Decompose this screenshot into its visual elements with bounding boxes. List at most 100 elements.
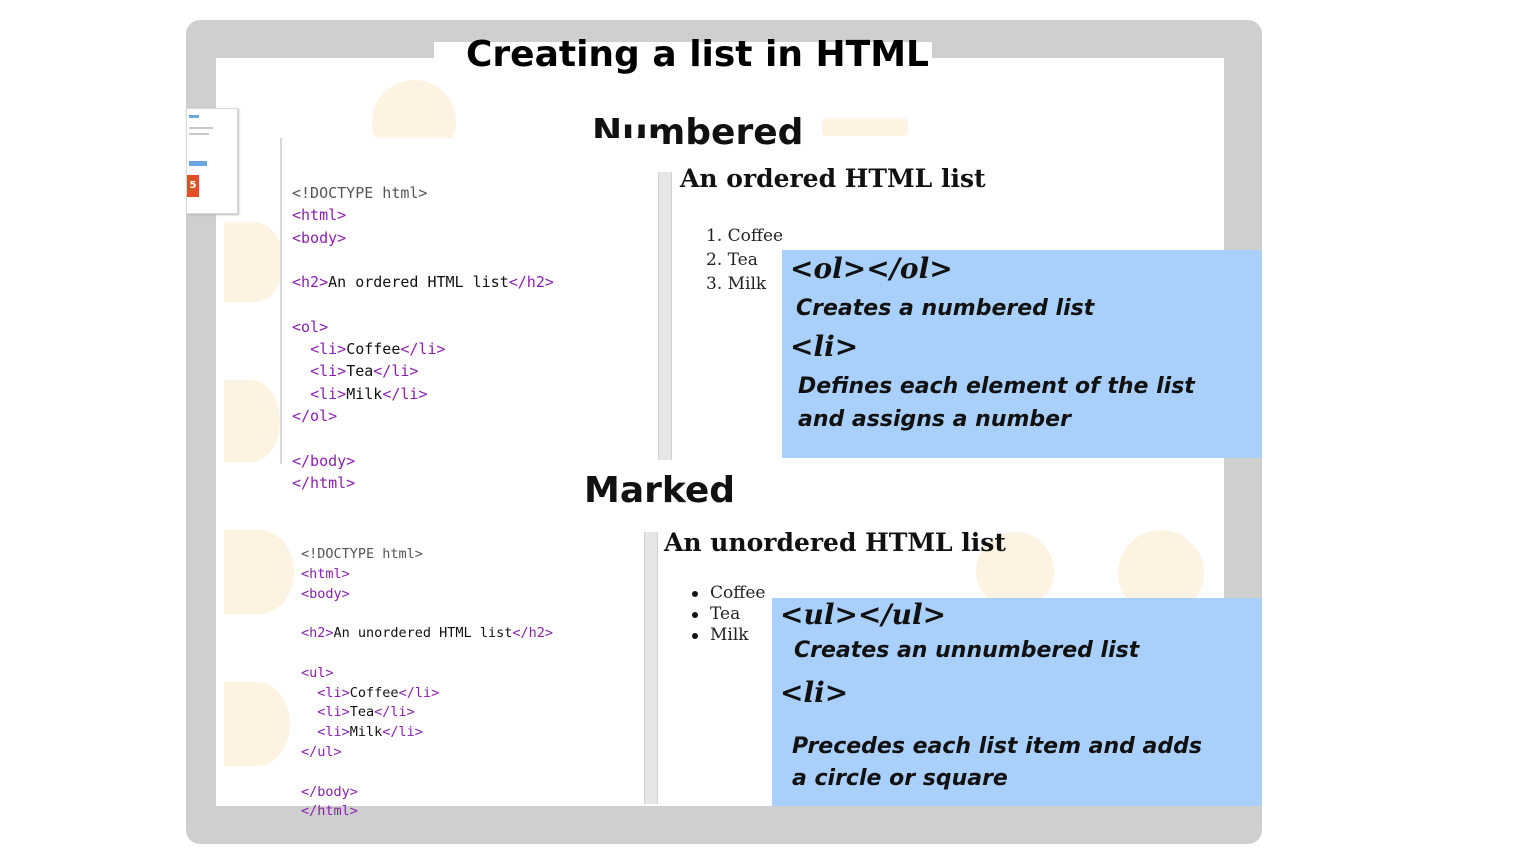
unordered-code-block: <!DOCTYPE html> <html> <body> <h2>An unorde… bbox=[298, 512, 642, 819]
code-tag: <ul> bbox=[301, 664, 334, 681]
column-divider bbox=[658, 172, 672, 460]
callout-desc: a circle or square bbox=[792, 766, 1008, 791]
code-tag: <li> bbox=[310, 384, 347, 403]
callout-tag-li: <li> bbox=[780, 676, 849, 709]
code-tag: <h2> bbox=[301, 625, 334, 642]
thumbnail-line bbox=[189, 161, 207, 166]
code-text bbox=[292, 385, 310, 403]
code-tag: </li> bbox=[373, 362, 419, 381]
code-line bbox=[301, 644, 642, 664]
code-doctype: <!DOCTYPE html> bbox=[301, 546, 423, 562]
decorative-bar bbox=[822, 118, 908, 136]
code-tag: <li> bbox=[317, 724, 350, 741]
code-lines: <!DOCTYPE html> <html> <body> <h2>An ordere… bbox=[282, 174, 658, 494]
decorative-circle bbox=[224, 380, 280, 462]
item-label: Coffee bbox=[710, 583, 766, 603]
ordered-output-item: 1. Coffee bbox=[706, 226, 784, 246]
code-text bbox=[301, 685, 317, 701]
code-line: </ul> bbox=[301, 743, 642, 763]
code-line: </ol> bbox=[292, 405, 658, 427]
code-line: <html> bbox=[292, 204, 658, 226]
item-label: Tea bbox=[710, 604, 741, 624]
code-line: <h2>An unordered HTML list</h2> bbox=[301, 624, 642, 644]
code-tag: </li> bbox=[382, 384, 428, 403]
code-tag: </body> bbox=[292, 451, 356, 470]
code-line: <h2>An ordered HTML list</h2> bbox=[292, 271, 658, 293]
code-tag: </body> bbox=[301, 783, 358, 800]
code-tag: </li> bbox=[374, 704, 415, 721]
code-line: <li>Coffee</li> bbox=[292, 338, 658, 360]
decorative-circle bbox=[224, 222, 284, 302]
code-line: <body> bbox=[301, 585, 642, 605]
callout-desc: Creates an unnumbered list bbox=[794, 638, 1140, 663]
decorative-circle bbox=[976, 532, 1054, 610]
thumbnail-line bbox=[189, 127, 213, 129]
code-text: Coffee bbox=[346, 340, 401, 359]
html5-icon: 5 bbox=[187, 175, 199, 197]
code-line: <li>Tea</li> bbox=[301, 703, 642, 723]
code-text: Tea bbox=[346, 362, 374, 381]
code-text: Milk bbox=[349, 724, 383, 741]
code-text: An ordered HTML list bbox=[328, 273, 509, 292]
marked-heading: Marked bbox=[584, 470, 736, 511]
code-tag: </h2> bbox=[512, 625, 553, 642]
code-line: <li>Milk</li> bbox=[301, 723, 642, 743]
slide-thumbnail[interactable]: 5 bbox=[186, 108, 238, 214]
bullet-icon bbox=[692, 611, 698, 618]
code-text: An unordered HTML list bbox=[333, 625, 513, 642]
callout-desc: Creates a numbered list bbox=[796, 296, 1095, 321]
column-divider bbox=[644, 532, 658, 804]
code-text bbox=[301, 724, 317, 740]
callout-desc: Precedes each list item and adds bbox=[792, 734, 1202, 759]
callout-tag-ol: <ol></ol> bbox=[790, 252, 953, 285]
code-lines: <!DOCTYPE html> <html> <body> <h2>An unorde… bbox=[298, 544, 642, 822]
code-line: </body> bbox=[301, 783, 642, 803]
code-tag: <html> bbox=[301, 565, 350, 582]
title-tab bbox=[434, 42, 932, 90]
item-label: Milk bbox=[710, 625, 749, 645]
code-line: <ul> bbox=[301, 664, 642, 684]
callout-desc: Defines each element of the list bbox=[798, 374, 1195, 399]
code-text: Tea bbox=[349, 704, 375, 721]
code-tag: <html> bbox=[292, 206, 347, 225]
code-text bbox=[292, 362, 310, 380]
code-tag: </ul> bbox=[301, 743, 342, 760]
unordered-output-item: Coffee bbox=[692, 583, 765, 603]
code-text: Coffee bbox=[349, 684, 399, 701]
callout-tag-ul: <ul></ul> bbox=[780, 598, 947, 631]
unordered-output-item: Milk bbox=[692, 625, 749, 645]
code-tag: <li> bbox=[317, 684, 350, 701]
decorative-circle bbox=[224, 682, 290, 766]
ordered-callout: <ol></ol> Creates a numbered list <li> D… bbox=[782, 250, 1262, 458]
code-doctype: <!DOCTYPE html> bbox=[292, 184, 428, 202]
code-tag: </li> bbox=[382, 724, 423, 741]
code-tag: </ol> bbox=[292, 406, 338, 425]
code-line: </html> bbox=[301, 802, 642, 822]
code-tag: <li> bbox=[310, 340, 347, 359]
code-tag: <li> bbox=[317, 704, 350, 721]
code-line: <!DOCTYPE html> bbox=[301, 545, 642, 565]
bullet-icon bbox=[692, 590, 698, 597]
thumbnail-line bbox=[189, 115, 199, 118]
slide-title: Creating a list in HTML bbox=[466, 34, 929, 75]
code-line bbox=[301, 763, 642, 783]
code-line bbox=[292, 427, 658, 449]
code-line: <body> bbox=[292, 227, 658, 249]
code-text bbox=[292, 340, 310, 358]
ordered-code-block: <!DOCTYPE html> <html> <body> <h2>An ordere… bbox=[280, 138, 658, 492]
code-tag: <body> bbox=[292, 228, 347, 247]
code-tag: </html> bbox=[292, 473, 356, 492]
unordered-output-heading: An unordered HTML list bbox=[664, 528, 1006, 557]
code-line: <li>Coffee</li> bbox=[301, 684, 642, 704]
code-tag: </html> bbox=[301, 803, 358, 820]
code-tag: <body> bbox=[301, 585, 350, 602]
code-text bbox=[301, 704, 317, 720]
code-line bbox=[301, 604, 642, 624]
code-line bbox=[292, 249, 658, 271]
callout-tag-li: <li> bbox=[790, 330, 859, 363]
code-tag: </li> bbox=[398, 684, 440, 701]
decorative-circle bbox=[224, 530, 294, 614]
code-line bbox=[292, 293, 658, 315]
thumbnail-line bbox=[189, 133, 209, 135]
code-text: Milk bbox=[346, 384, 383, 403]
